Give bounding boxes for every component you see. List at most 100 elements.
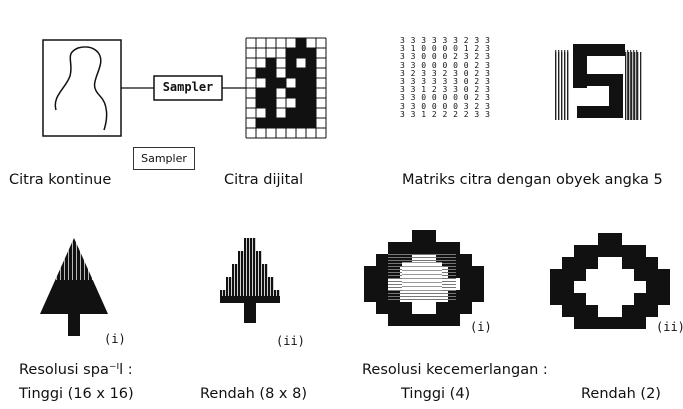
grid-cell-filled <box>306 58 316 68</box>
stripe <box>68 240 69 280</box>
ring-cell <box>436 242 448 254</box>
ring-cell <box>460 278 472 290</box>
grid-cell-filled <box>286 88 296 98</box>
stripe <box>237 232 238 296</box>
stripe <box>231 232 232 296</box>
tree-step <box>226 277 274 290</box>
ring-cell <box>388 314 400 326</box>
hatch-line <box>402 278 442 279</box>
stripe <box>264 232 265 296</box>
grid-cell-filled <box>296 38 306 48</box>
ring-cell <box>424 242 436 254</box>
stripe <box>558 52 560 120</box>
caption-matrix: Matriks citra dengan obyek angka 5 <box>402 172 663 188</box>
stripe <box>270 232 271 296</box>
grid-cell-filled <box>286 68 296 78</box>
ring-cell <box>412 242 424 254</box>
grid-cell-filled <box>306 88 316 98</box>
hatch-line <box>388 254 456 255</box>
ring-cell <box>448 302 460 314</box>
tree-trunk <box>244 303 256 323</box>
ring-cell <box>436 302 448 314</box>
label-i-left: (i) <box>104 332 126 346</box>
ring-cell <box>634 245 646 257</box>
stripe <box>564 52 566 120</box>
ring-cell <box>460 254 472 266</box>
stripe <box>225 232 226 296</box>
ring-cell <box>364 278 376 290</box>
stripe <box>273 232 274 296</box>
ring-cell <box>460 290 472 302</box>
ring-cell <box>586 317 598 329</box>
stripe <box>80 240 81 280</box>
ring-cell <box>562 293 574 305</box>
hatch-line <box>402 286 442 287</box>
grid-cell-filled <box>266 58 276 68</box>
stripe <box>48 240 49 280</box>
ring-cell <box>622 245 634 257</box>
ring-cell <box>550 293 562 305</box>
digit-matrix-row: 3 1 0 0 0 0 1 2 3 <box>400 44 491 54</box>
stripe <box>246 232 247 296</box>
brightness-heading: Resolusi kecemerlangan : <box>362 362 548 378</box>
hatch-line <box>388 299 456 300</box>
ring-cell <box>562 257 574 269</box>
ring-cell <box>424 230 436 242</box>
stripe <box>276 232 277 296</box>
label-ii-left: (ii) <box>276 334 305 348</box>
ring-cell <box>412 230 424 242</box>
stripe <box>100 240 101 280</box>
stripe <box>627 50 629 120</box>
stripe <box>60 240 61 280</box>
ring-cell <box>436 314 448 326</box>
hatch-line <box>402 274 442 275</box>
stripe <box>104 240 105 280</box>
hatch-line <box>402 262 442 263</box>
tree-low-resolution <box>216 232 280 323</box>
spatial-heading: Resolusi spa⁻ᴵl : <box>19 362 133 378</box>
tree-step <box>232 264 268 277</box>
stripe <box>222 232 223 296</box>
stripe <box>243 232 244 296</box>
ring-cell <box>562 269 574 281</box>
ring-cell <box>610 245 622 257</box>
ring-cell <box>646 293 658 305</box>
ring-cell <box>646 305 658 317</box>
continuous-image-frame <box>42 39 122 137</box>
hatch-line <box>402 266 442 267</box>
ring-cell <box>658 293 670 305</box>
stripe <box>249 232 250 296</box>
stripe <box>634 52 636 120</box>
grid-cell-filled <box>306 108 316 118</box>
stripe <box>555 52 557 120</box>
ring-cell <box>400 302 412 314</box>
stripe <box>88 240 89 280</box>
digit-matrix-row: 3 2 3 3 2 3 0 2 3 <box>400 68 491 78</box>
stripe <box>640 52 642 120</box>
grid-cell-filled <box>286 108 296 118</box>
ring-cell <box>598 317 610 329</box>
digit-matrix-row: 3 3 1 2 3 3 0 2 3 <box>400 85 491 95</box>
hatch-line <box>402 282 442 283</box>
sampler-inner-label: Sampler <box>162 80 214 94</box>
grid-cell-filled <box>256 88 266 98</box>
ring-cell <box>634 305 646 317</box>
ring-cell <box>634 269 646 281</box>
ring-cell <box>364 266 376 278</box>
ring-cell <box>622 317 634 329</box>
hatch-line <box>388 260 456 261</box>
digit-matrix-row: 3 3 0 0 0 0 0 2 3 <box>400 60 491 70</box>
stripe <box>96 240 97 280</box>
grid-cell-filled <box>276 118 286 128</box>
grid-cell-filled <box>286 118 296 128</box>
ring-cell <box>448 314 460 326</box>
grid-cell-filled <box>306 78 316 88</box>
ring-cell <box>424 314 436 326</box>
caption-continuous-image: Citra kontinue <box>9 172 112 188</box>
stripe <box>76 240 77 280</box>
stripe <box>44 240 45 280</box>
stripe <box>252 232 253 296</box>
ring-cell <box>634 317 646 329</box>
